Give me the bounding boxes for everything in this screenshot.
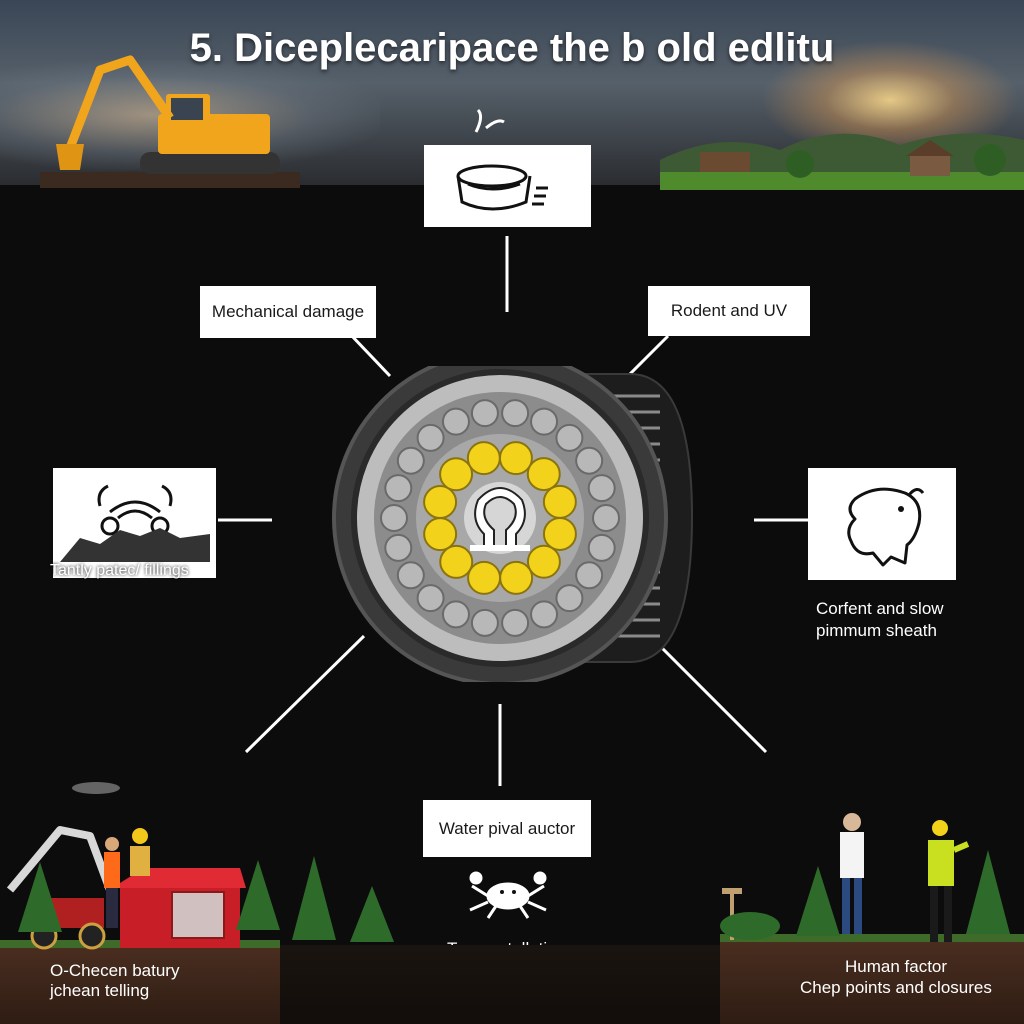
sign-board xyxy=(722,888,742,894)
tree-bottom-left-1 xyxy=(18,862,62,932)
fiber-tube xyxy=(439,544,474,579)
fiber-tube xyxy=(466,441,501,476)
tent-window xyxy=(171,891,225,939)
tree-bottom-center-1 xyxy=(292,856,336,940)
strength-strand xyxy=(396,446,425,475)
connector-rodent-uv xyxy=(626,334,670,378)
strength-strand xyxy=(416,423,445,452)
fiber-ring xyxy=(423,441,577,595)
bush-1 xyxy=(786,150,814,178)
bottom-left-line1: O-Checen batury xyxy=(50,961,180,980)
strength-strand xyxy=(396,561,425,590)
rodent-icon xyxy=(847,487,925,567)
strength-strand xyxy=(416,584,445,613)
barn xyxy=(700,152,750,172)
strength-strand xyxy=(575,446,604,475)
fiber-tube xyxy=(423,485,458,520)
connector-mechanical xyxy=(348,332,392,378)
fiber-tube xyxy=(439,457,474,492)
bottom-right-line2: Chep points and closures xyxy=(800,978,992,997)
farmhouse-roof xyxy=(906,140,954,156)
right-text-line2: pimmum sheath xyxy=(816,621,937,640)
strength-strand xyxy=(587,533,616,562)
landscape-top-right xyxy=(660,133,1024,190)
worker-white-shirt xyxy=(840,813,864,934)
strength-strand xyxy=(530,600,559,629)
label-rodent-uv: Rodent and UV xyxy=(648,286,810,336)
worker-orange xyxy=(104,837,120,928)
tree-bottom-right-1 xyxy=(796,866,840,936)
ground-bottom-center xyxy=(280,945,720,1024)
cable-reel-icon xyxy=(456,164,548,211)
label-water: Water pival auctor xyxy=(423,800,591,857)
fiber-tube xyxy=(526,544,561,579)
page-title: 5. Diceplecaripace the b old edlitu xyxy=(189,26,835,70)
worker-yellow-helmet xyxy=(130,828,150,876)
bush-2 xyxy=(974,144,1006,176)
strength-strand xyxy=(441,407,470,436)
fiber-tube xyxy=(498,441,533,476)
strand-ring xyxy=(380,399,620,637)
ground-bottom-left xyxy=(0,945,280,1024)
strength-strand xyxy=(555,423,584,452)
strength-strand xyxy=(555,584,584,613)
strength-strand xyxy=(575,561,604,590)
excavator-boom xyxy=(65,55,174,150)
meadow xyxy=(660,172,1024,190)
left-icon-box xyxy=(53,468,216,578)
tree-bottom-right-2 xyxy=(966,850,1010,934)
fiber-tube xyxy=(542,484,577,519)
dust-cloud xyxy=(72,782,120,794)
excavator-track xyxy=(140,152,280,174)
tree-bottom-left-2 xyxy=(236,860,280,930)
strength-strand xyxy=(530,407,559,436)
fiber-tube xyxy=(423,517,458,552)
workers-bottom-right xyxy=(720,813,970,942)
strength-strand xyxy=(441,600,470,629)
excavator-top xyxy=(40,55,300,188)
farmhouse xyxy=(910,154,950,176)
strength-strand xyxy=(384,474,413,503)
fiber-tube xyxy=(499,560,534,595)
label-mechanical-damage: Mechanical damage xyxy=(200,286,376,338)
worker-hi-vis xyxy=(928,820,970,942)
central-strength-member xyxy=(470,487,530,551)
excavator-window xyxy=(171,98,203,120)
bush-right xyxy=(720,912,780,940)
strength-strand xyxy=(501,608,530,637)
bottom-left-line2: jchean telling xyxy=(50,981,150,1000)
smoke-icon xyxy=(474,108,505,133)
strength-strand xyxy=(384,533,413,562)
strength-strand xyxy=(501,399,530,428)
fiber-tube xyxy=(526,457,561,492)
strength-strand xyxy=(380,504,408,532)
strength-strand xyxy=(592,504,620,532)
fiber-tube xyxy=(467,560,502,595)
excavator-ground xyxy=(40,172,300,188)
ground-bottom-right xyxy=(720,940,1024,1024)
tree-bottom-center-2 xyxy=(350,886,394,942)
connector-bottom-left xyxy=(244,634,366,754)
grass-bottom-right xyxy=(720,934,1024,942)
strength-strand xyxy=(470,608,499,637)
fiber-tube xyxy=(542,516,577,551)
strength-strand xyxy=(587,474,616,503)
soil-pressure-icon xyxy=(59,484,210,562)
tractor-wheel-2 xyxy=(78,922,106,950)
strength-strand xyxy=(470,399,499,428)
bottom-right-line1: Human factor xyxy=(845,957,948,976)
right-icon-box xyxy=(808,468,956,580)
right-text-line1: Corfent and slow xyxy=(816,599,944,618)
left-icon-caption: Tantly patec/ fillings xyxy=(50,562,189,579)
connector-bottom-right xyxy=(648,634,768,754)
crab-icon xyxy=(469,871,547,919)
excavator-bucket xyxy=(56,144,84,170)
top-icon-box xyxy=(424,145,591,227)
cable-cross-section xyxy=(332,366,694,682)
crane-arm xyxy=(6,826,114,893)
